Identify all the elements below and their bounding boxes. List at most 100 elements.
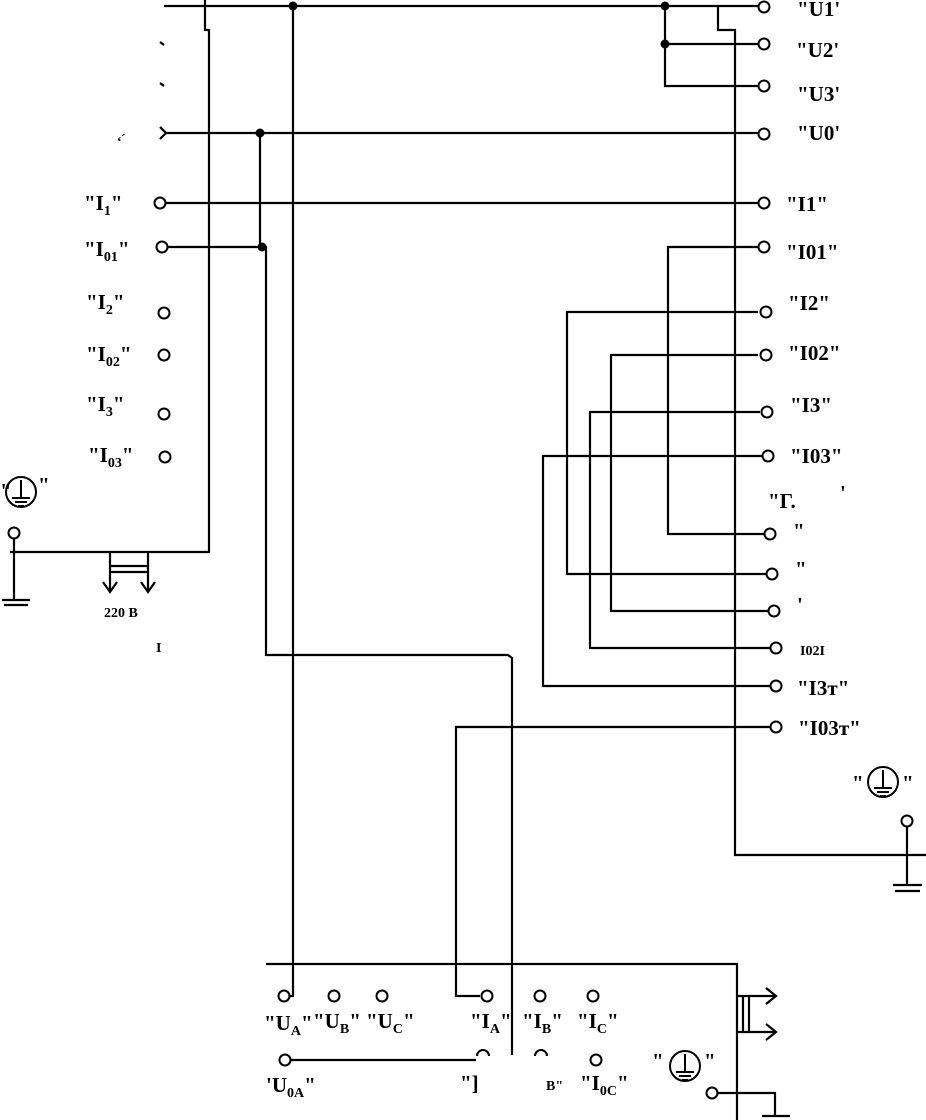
t-fragment-4: I02I bbox=[800, 644, 825, 659]
left-u0-fragment: ‘ ́ bbox=[117, 133, 125, 150]
wire-i01-t bbox=[666, 245, 764, 536]
left-block-ticks bbox=[159, 41, 165, 87]
left-block-outline bbox=[10, 0, 211, 554]
left-u0-arrow bbox=[159, 126, 168, 140]
left-power-connector bbox=[102, 552, 156, 594]
right-label-i2: "I2" bbox=[788, 291, 830, 315]
left-terminal-label-i2: "I2" bbox=[86, 290, 125, 318]
right-bus bbox=[716, 6, 926, 857]
left-terminal-label-i1: "I1" bbox=[84, 191, 123, 219]
t-terminal-i3t[interactable] bbox=[769, 679, 783, 693]
left-terminal-i03[interactable] bbox=[158, 450, 172, 464]
left-terminal-i01[interactable] bbox=[155, 240, 169, 254]
left-terminal-i02[interactable] bbox=[157, 348, 171, 362]
left-terminal-i1[interactable] bbox=[153, 196, 167, 210]
t-terminal-2[interactable] bbox=[765, 567, 779, 581]
right-ground-quote-right: " bbox=[902, 771, 914, 795]
right-terminal-i02[interactable] bbox=[759, 348, 773, 362]
left-terminal-label-i02: "I02" bbox=[86, 342, 132, 370]
right-ground-icon bbox=[867, 766, 899, 798]
right-t-terminal-block: "Γ. ' " " ' I02I "I3т" "I03т" " " bbox=[763, 481, 922, 893]
t-terminal-i03t[interactable] bbox=[769, 720, 783, 734]
junction-u1-b bbox=[660, 1, 670, 11]
right-terminal-u1[interactable] bbox=[757, 0, 771, 14]
wire-i03t-ia bbox=[454, 725, 770, 998]
wire-i2-t bbox=[565, 310, 766, 576]
bottom-device-block: "UA" "UB" "UC" "IA" "IB" "IC" 'U0A" "] B… bbox=[264, 962, 790, 1120]
t-fragment-2: " bbox=[795, 557, 807, 581]
right-label-i03: "I03" bbox=[790, 444, 843, 468]
right-label-u3: "U3' bbox=[797, 82, 840, 106]
right-t-header-mark: ' bbox=[840, 481, 846, 505]
bottom-terminal-partial-1 bbox=[476, 1049, 490, 1057]
bottom-label-ua: "UA" bbox=[264, 1011, 313, 1039]
right-label-i01: "I01" bbox=[786, 240, 839, 264]
right-label-u2: "U2' bbox=[796, 38, 839, 62]
left-terminal-label-i01: "I01" bbox=[84, 237, 130, 265]
left-power-fragment-2: I bbox=[156, 641, 161, 656]
bottom-terminal-i0c[interactable] bbox=[589, 1053, 603, 1067]
right-terminal-u0[interactable] bbox=[757, 127, 771, 141]
bottom-label-i0c: "I0C" bbox=[580, 1071, 629, 1099]
t-label-i3t: "I3т" bbox=[797, 676, 849, 700]
right-terminal-i1[interactable] bbox=[757, 196, 771, 210]
bottom-terminal-partial-2 bbox=[534, 1049, 548, 1057]
wire-u3-branch bbox=[663, 6, 758, 88]
t-terminal-1[interactable] bbox=[763, 527, 777, 541]
right-terminal-i01[interactable] bbox=[757, 240, 771, 254]
right-terminal-u3[interactable] bbox=[757, 79, 771, 93]
right-t-header-fragment: "Γ. bbox=[768, 489, 796, 513]
bottom-label-ic: "IC" bbox=[577, 1009, 619, 1037]
left-device-block: ‘ ́ "I1" "I01" "I2" "I02" "I3" "I03" " "… bbox=[0, 0, 211, 656]
wire-ia-return bbox=[258, 133, 514, 1055]
bottom-ground-icon bbox=[669, 1050, 701, 1082]
bottom-terminal-ia[interactable] bbox=[480, 989, 494, 1003]
bottom-partial-label-1: "] bbox=[460, 1071, 479, 1095]
t-fragment-3: ' bbox=[797, 593, 803, 617]
left-ground-terminal[interactable] bbox=[7, 526, 21, 540]
bottom-block-outline bbox=[266, 962, 739, 1120]
right-terminal-i3[interactable] bbox=[760, 405, 774, 419]
left-terminal-label-i03: "I03" bbox=[88, 443, 134, 471]
left-terminal-i2[interactable] bbox=[157, 306, 171, 320]
bottom-ground-quote-left: " bbox=[652, 1049, 664, 1073]
right-ground-quote-left: " bbox=[852, 771, 864, 795]
t-terminal-3[interactable] bbox=[767, 604, 781, 618]
right-terminal-i03[interactable] bbox=[761, 449, 775, 463]
junction-u2 bbox=[660, 39, 670, 49]
wire-i3-t bbox=[588, 410, 770, 650]
left-terminal-i3[interactable] bbox=[157, 407, 171, 421]
t-label-i03t: "I03т" bbox=[798, 716, 861, 740]
junction-u0 bbox=[255, 128, 265, 138]
bottom-ground-terminal[interactable] bbox=[705, 1086, 719, 1100]
right-ground-wire bbox=[893, 827, 922, 893]
right-label-i02: "I02" bbox=[788, 341, 841, 365]
left-terminal-label-i3: "I3" bbox=[86, 392, 125, 420]
bottom-label-ia: "IA" bbox=[470, 1009, 512, 1037]
bottom-terminal-u0a[interactable] bbox=[278, 1053, 292, 1067]
right-ground-terminal[interactable] bbox=[900, 814, 914, 828]
right-label-u0: "U0' bbox=[797, 121, 840, 145]
left-power-fragment: 220 B bbox=[104, 606, 138, 621]
t-fragment-1: " bbox=[793, 519, 805, 543]
bottom-terminal-ua[interactable] bbox=[277, 989, 291, 1003]
junction-u1-a bbox=[288, 1, 298, 11]
wire-i02-t bbox=[609, 353, 768, 613]
bottom-terminal-ic[interactable] bbox=[586, 989, 600, 1003]
bottom-power-connector bbox=[737, 987, 778, 1041]
right-terminal-block: "U1' "U2' "U3' "U0' "I1" "I01" "I2" "I02… bbox=[757, 0, 843, 468]
right-label-i1: "I1" bbox=[786, 192, 828, 216]
main-wiring bbox=[164, 1, 926, 1055]
bottom-terminal-uc[interactable] bbox=[375, 989, 389, 1003]
bottom-ground-wire bbox=[718, 1091, 790, 1118]
bottom-terminal-ib[interactable] bbox=[533, 989, 547, 1003]
right-label-u1: "U1' bbox=[797, 0, 840, 21]
wire-ua-drop bbox=[284, 6, 295, 998]
right-terminal-i2[interactable] bbox=[759, 305, 773, 319]
right-terminal-u2[interactable] bbox=[757, 37, 771, 51]
bottom-label-u0a: 'U0A" bbox=[266, 1073, 316, 1101]
bottom-ground-quote-right: " bbox=[704, 1049, 716, 1073]
t-terminal-4[interactable] bbox=[769, 641, 783, 655]
bottom-terminal-ub[interactable] bbox=[327, 989, 341, 1003]
